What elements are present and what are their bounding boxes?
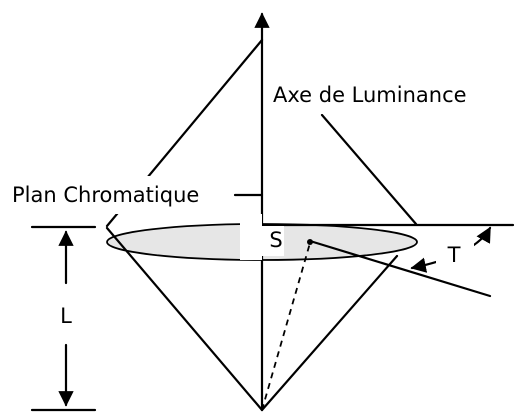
hue-direction-line — [308, 239, 492, 298]
axis-label: Axe de Luminance — [273, 83, 467, 107]
dashed-projection-line — [261, 242, 311, 411]
lower-cone-left-edge — [105, 226, 264, 412]
saturation-label-mask-2 — [262, 226, 284, 256]
lower-cone-right-edge — [260, 254, 399, 412]
hue-label: T — [447, 243, 461, 267]
plane-label: Plan Chromatique — [12, 183, 199, 207]
lightness-label-mask — [48, 286, 84, 342]
axis-label-mask — [264, 74, 496, 114]
upper-cone-right-edge — [320, 113, 418, 226]
hue-label-mask — [436, 236, 474, 270]
plane-label-mask — [4, 176, 244, 214]
color-point — [307, 239, 313, 245]
saturation-label: S — [269, 228, 282, 252]
lightness-label: L — [60, 304, 72, 328]
saturation-label-mask — [240, 214, 262, 260]
